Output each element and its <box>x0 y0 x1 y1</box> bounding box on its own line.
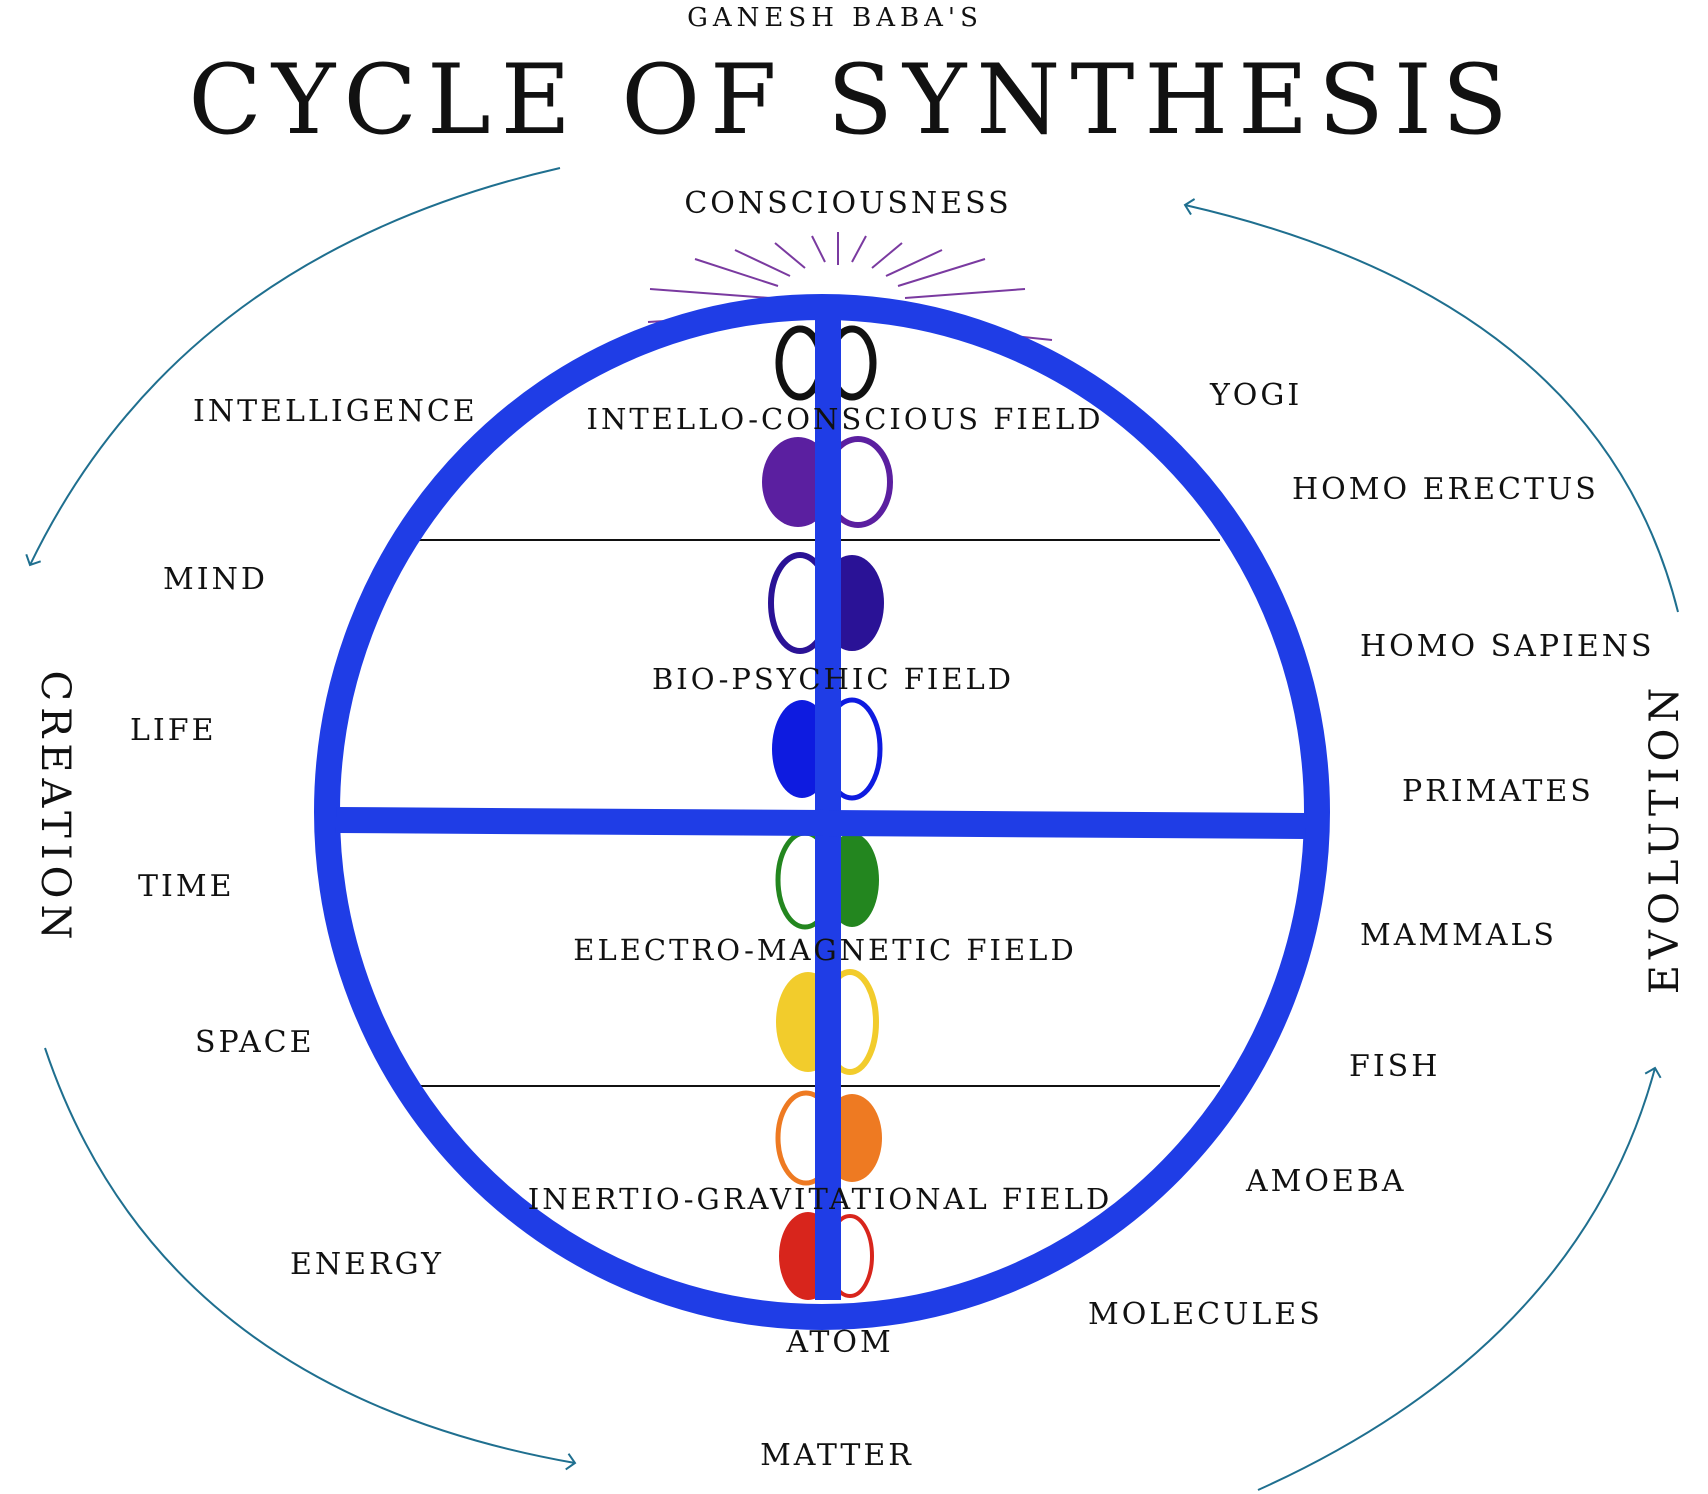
evolution-item-primates: PRIMATES <box>1402 774 1594 809</box>
arrow-top-right <box>1183 198 1679 613</box>
electro-magnetic-field-label: ELECTRO-MAGNETIC FIELD <box>573 933 1076 967</box>
creation-item-life: LIFE <box>130 713 217 748</box>
matter-label: MATTER <box>760 1438 914 1473</box>
creation-item-space: SPACE <box>195 1025 315 1060</box>
cycle-arrows <box>25 167 1679 1491</box>
arrow-bottom-right <box>1257 1066 1662 1491</box>
evolution-item-fish: FISH <box>1349 1049 1440 1084</box>
arrow-top-left <box>25 167 561 567</box>
creation-item-energy: ENERGY <box>290 1247 444 1282</box>
evolution-item-molecules: MOLECULES <box>1088 1297 1323 1332</box>
evolution-item-mammals: MAMMALS <box>1360 918 1557 953</box>
evolution-item-amoeba: AMOEBA <box>1245 1164 1407 1199</box>
great-circle <box>314 294 1330 1330</box>
evolution-label: EVOLUTION <box>1642 682 1688 995</box>
diagram-title: CYCLE OF SYNTHESIS <box>188 44 1517 156</box>
atom-label: ATOM <box>785 1325 893 1360</box>
consciousness-label: CONSCIOUSNESS <box>684 186 1011 221</box>
creation-item-intelligence: INTELLIGENCE <box>193 394 478 429</box>
creation-label: CREATION <box>32 671 78 946</box>
evolution-item-homo-sapiens: HOMO SAPIENS <box>1360 629 1655 664</box>
creation-item-time: TIME <box>138 869 234 904</box>
evolution-item-yogi: YOGI <box>1209 378 1302 413</box>
blue-circle-cross <box>314 294 1330 1330</box>
evolution-item-homo-erectus: HOMO ERECTUS <box>1292 472 1599 507</box>
horizontal-axis <box>335 807 1307 839</box>
intello-conscious-field-label: INTELLO-CONSCIOUS FIELD <box>587 402 1104 436</box>
creation-item-mind: MIND <box>163 562 268 597</box>
bio-psychic-field-label: BIO-PSYCHIC FIELD <box>652 662 1014 696</box>
inertio-gravitational-field-label: INERTIO-GRAVITATIONAL FIELD <box>528 1182 1112 1216</box>
diagram-subtitle: GANESH BABA'S <box>687 3 983 33</box>
arrow-bottom-left <box>44 1047 577 1471</box>
